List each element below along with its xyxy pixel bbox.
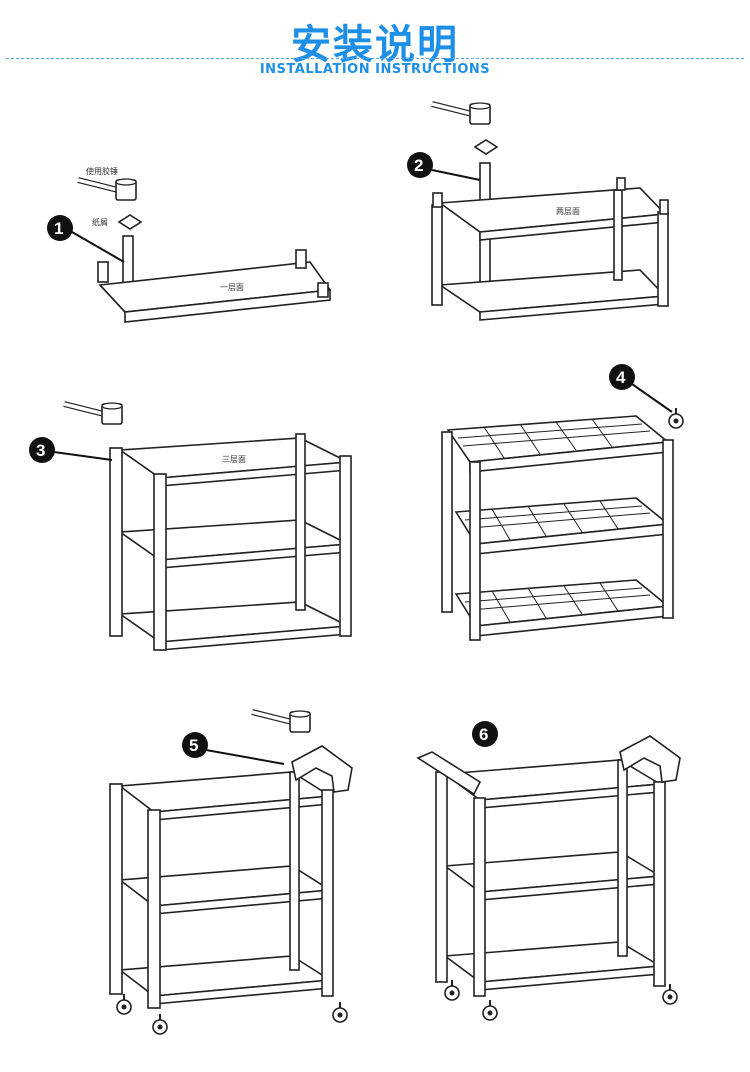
step-1-illustration [47,179,332,323]
step-1-paper-label: 纸屑 [92,217,108,227]
step-1-number-badge [47,215,73,241]
step-6-illustration [416,721,681,1021]
page-subtitle: INSTALLATION INSTRUCTIONS [259,62,491,77]
step-3-shelf-label: 三层面 [222,455,246,464]
step-2-illustration [407,103,669,321]
step-6-number: 6 [479,725,488,744]
step-4-grid-shelves [446,415,671,637]
step-3-illustration [29,403,352,651]
step-1-shelf-label: 一层面 [220,283,244,292]
step-4-illustration [441,364,684,641]
header-divider [6,58,744,59]
step-5-illustration [109,711,353,1035]
step-2-number: 2 [414,156,423,175]
step-5-number: 5 [189,736,198,755]
step-1-number: 1 [54,219,63,238]
step-2-shelf-label: 两层面 [556,207,580,216]
step-4-number: 4 [616,368,626,387]
page-title: 安装说明 [291,22,459,68]
step-1-hammer-label: 使用胶锤 [86,166,118,176]
step-3-number: 3 [36,441,45,460]
